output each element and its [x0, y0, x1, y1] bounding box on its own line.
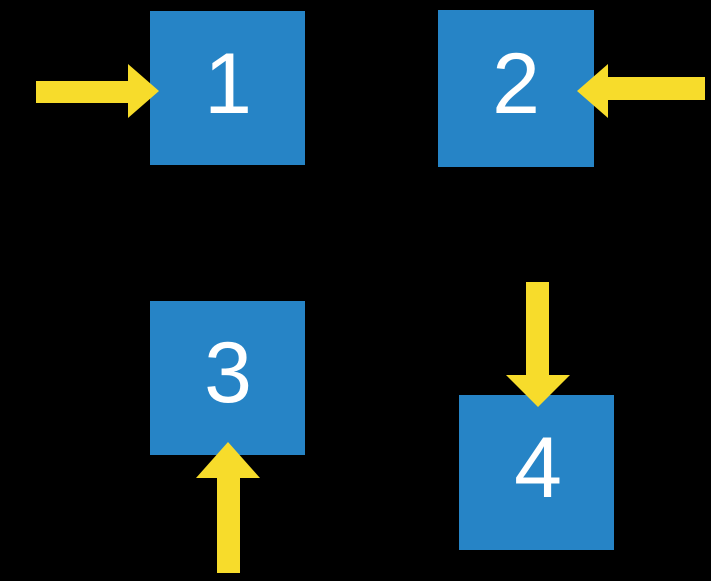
- node-box-1-label: 1: [204, 36, 252, 132]
- arrow-left-icon: [577, 64, 705, 118]
- arrow-down-icon: [506, 282, 570, 407]
- node-box-3-rect[interactable]: [150, 301, 305, 455]
- node-box-1[interactable]: 1: [150, 11, 305, 165]
- arrows-group: [36, 64, 705, 573]
- node-box-4-rect[interactable]: [459, 395, 614, 550]
- node-box-3[interactable]: 3: [150, 301, 305, 455]
- node-box-1-rect[interactable]: [150, 11, 305, 165]
- node-box-4-label: 4: [514, 420, 562, 516]
- node-box-2-rect[interactable]: [438, 10, 594, 167]
- arrow-up-icon: [196, 442, 260, 573]
- node-box-4[interactable]: 4: [459, 395, 614, 550]
- boxes-group: 1 2 3 4: [150, 10, 614, 550]
- node-box-3-label: 3: [204, 325, 252, 421]
- node-box-2[interactable]: 2: [438, 10, 594, 167]
- arrow-right-icon: [36, 64, 159, 118]
- node-box-2-label: 2: [492, 36, 540, 132]
